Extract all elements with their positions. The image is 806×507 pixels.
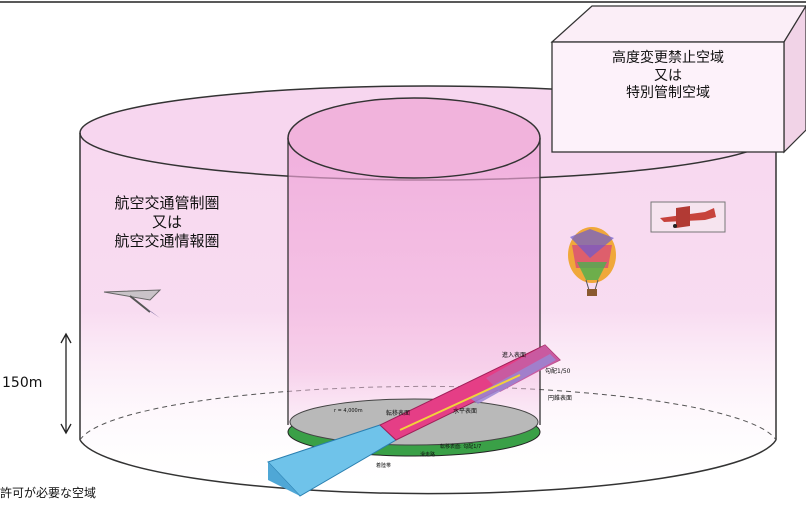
- control-zone-line-1: 航空交通管制圏: [114, 194, 220, 212]
- height-arrow-top: [60, 332, 72, 344]
- inner-cylinder-top: [287, 97, 541, 179]
- control-zone-line-2: 又は: [151, 212, 182, 231]
- extended-approach-side: [268, 462, 300, 496]
- bottom-caption: 許可が必要な空域: [0, 486, 97, 500]
- approach-surface-label: 進入表面: [502, 352, 527, 359]
- restricted-box-top: [550, 5, 806, 43]
- control-zone-line-3: 航空交通情報圏: [114, 231, 220, 250]
- restricted-airspace-label: 高度変更禁止空域 又は 特別管制空域: [556, 50, 780, 103]
- transitional-grade-label: 転移表面: 勾配1/7: [440, 444, 482, 450]
- restricted-line-3: 特別管制空域: [626, 85, 710, 101]
- runway-label: 着陸帯: [376, 463, 392, 469]
- runway-line: [399, 374, 521, 431]
- horizontal-surface-label: 水平表面: [453, 408, 478, 415]
- cylinder-bottom-front: [79, 439, 777, 495]
- radius-label: r = 4,000m: [334, 408, 363, 414]
- taxiway-label: 滑走路: [420, 452, 436, 458]
- hang-glider-icon: [103, 289, 162, 318]
- approach-grade-label: 勾配1/50: [545, 368, 571, 375]
- hot-air-balloon-icon: [568, 227, 616, 296]
- restricted-line-2: 又は: [654, 67, 682, 84]
- control-zone-label: 航空交通管制圏 又は 航空交通情報圏: [82, 194, 252, 250]
- transitional-surface-label: 転移表面: [386, 410, 411, 417]
- inner-cylinder: [288, 138, 540, 425]
- extended-approach-label: 円錐表面: [548, 395, 573, 402]
- small-airplane-icon: [650, 201, 726, 233]
- height-label: 150m: [2, 375, 43, 391]
- restricted-line-1: 高度変更禁止空域: [612, 50, 724, 66]
- restricted-box-front: [551, 41, 785, 153]
- height-arrow-bottom: [60, 423, 72, 435]
